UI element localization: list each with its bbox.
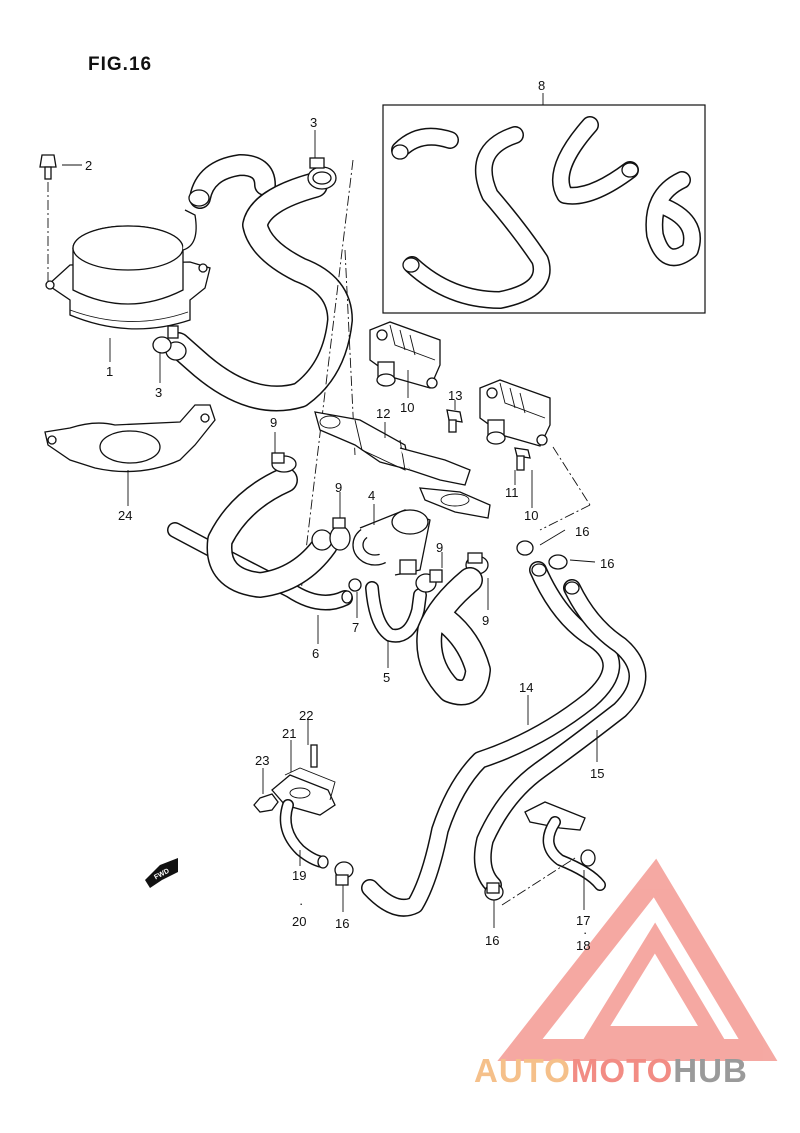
small-hose — [365, 581, 427, 643]
reed-valve-right — [479, 379, 551, 447]
callout-15: 15 — [590, 766, 604, 781]
callout-22: 22 — [299, 708, 313, 723]
callout-24: 24 — [118, 508, 132, 523]
callout-21: 21 — [282, 726, 296, 741]
hose-clamp-lower — [152, 325, 179, 383]
callout-1: 1 — [106, 364, 113, 379]
exhaust-air-pipe-right — [524, 801, 606, 891]
cap — [348, 578, 362, 592]
long-air-hose-14 — [361, 561, 621, 917]
callout-14: 14 — [519, 680, 533, 695]
callout-9-valve: 9 — [335, 480, 342, 495]
callout-17: 17 — [576, 913, 590, 928]
watermark-logo-triangle — [497, 858, 778, 1061]
air-cleaner-case — [45, 209, 211, 330]
callout-3-lower: 3 — [155, 385, 162, 400]
callout-7: 7 — [352, 620, 359, 635]
callout-8: 8 — [538, 78, 545, 93]
clamp-16-lower — [484, 882, 504, 901]
clamp-9-valve — [329, 517, 351, 551]
forward-direction-marker: FWD — [145, 858, 178, 888]
callout-10-right: 10 — [524, 508, 538, 523]
clamp-16-pipe — [334, 861, 354, 886]
callout-20: 20 — [292, 914, 306, 929]
long-air-hose-15 — [473, 579, 647, 894]
reed-valve-left — [369, 321, 441, 389]
valve-inlet-hose — [206, 467, 338, 598]
callout-2: 2 — [85, 158, 92, 173]
callout-16-pipe: 16 — [335, 916, 349, 931]
main-air-hose — [165, 172, 353, 412]
callout-13: 13 — [448, 388, 462, 403]
reed-valve-bracket — [314, 411, 491, 519]
hose-clamp-upper — [307, 130, 337, 190]
callout-6: 6 — [312, 646, 319, 661]
valve-outlet-hose — [416, 567, 491, 706]
figure-title: FIG.16 — [88, 54, 153, 75]
callout-10-left: 10 — [400, 400, 414, 415]
clamp-9-upper — [271, 452, 297, 473]
callout-18: 18 — [576, 938, 590, 953]
hose-set-box — [382, 93, 706, 314]
callout-5: 5 — [383, 670, 390, 685]
watermark-word-auto: AUTO — [474, 1052, 571, 1089]
upper-air-hose — [188, 154, 276, 209]
callout-16-mid: 16 — [600, 556, 614, 571]
callout-19: 19 — [292, 868, 306, 883]
callout-9-upper: 9 — [270, 415, 277, 430]
heat-shield-plate — [44, 404, 216, 473]
callout-23: 23 — [255, 753, 269, 768]
callout-11: 11 — [505, 485, 519, 500]
watermark-word-moto: MOTO — [570, 1052, 674, 1089]
callout-16-upper: 16 — [575, 524, 589, 539]
callout-9-right: 9 — [436, 540, 443, 555]
callout-9-far: 9 — [482, 613, 489, 628]
valve-screw — [514, 447, 531, 471]
air-control-valve — [352, 509, 431, 576]
watermark-wordmark: AUTOMOTOHUB — [474, 1052, 748, 1090]
callout-16-lower: 16 — [485, 933, 499, 948]
callout-3-upper: 3 — [310, 115, 317, 130]
callout-12: 12 — [376, 406, 390, 421]
bolt — [39, 154, 57, 282]
callout-dot-19: · — [299, 896, 303, 911]
callout-4: 4 — [368, 488, 375, 503]
callout-dot: · — [583, 925, 587, 940]
clamp-16-upper — [516, 540, 568, 570]
callout-numbers: 2 3 1 3 8 10 12 13 9 24 9 4 11 10 16 16 … — [85, 78, 614, 953]
watermark-word-hub: HUB — [673, 1052, 748, 1089]
leader-lines — [62, 164, 598, 928]
mounting-bolt — [446, 409, 463, 433]
